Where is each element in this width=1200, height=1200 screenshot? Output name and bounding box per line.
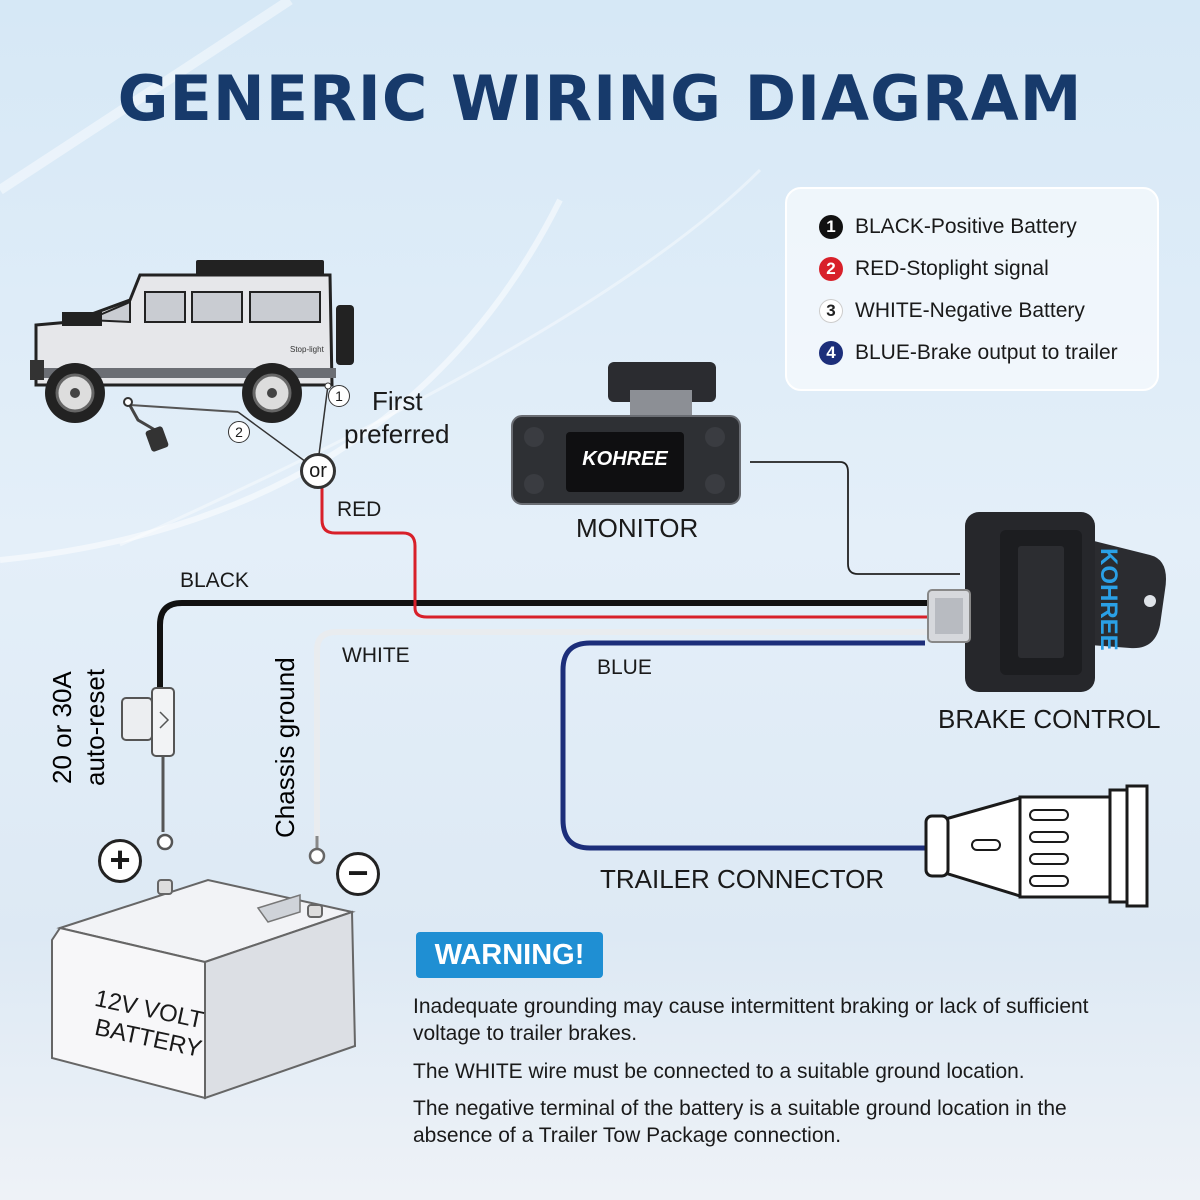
legend-label: WHITE-Negative Battery [855, 299, 1085, 322]
blue-wire-label: BLUE [597, 656, 652, 679]
red-wire [320, 486, 935, 619]
red-wire-label: RED [337, 498, 382, 521]
black-wire [157, 600, 935, 690]
first-label: First [372, 386, 423, 416]
legend-item: 4 BLUE-Brake output to trailer [819, 337, 1118, 369]
fuse-label-line2: auto-reset [80, 668, 110, 786]
wires [157, 461, 960, 851]
bg-sweep [0, 198, 563, 563]
trailer-connector-label: TRAILER CONNECTOR [600, 864, 885, 894]
bg-sweep-3 [119, 168, 762, 547]
warning-paragraph-1: Inadequate grounding may cause intermitt… [413, 993, 1153, 1047]
white-wire-label: WHITE [342, 644, 410, 667]
marker-2: 2 [228, 421, 250, 443]
monitor-label: MONITOR [576, 513, 699, 543]
monitor-button-s[interactable] [705, 427, 725, 447]
warning-paragraph-2: The WHITE wire must be connected to a su… [413, 1058, 1153, 1085]
bg-sweep-2 [0, 0, 293, 195]
legend-item: 2 RED-Stoplight signal [819, 253, 1049, 285]
chassis-ground-label: Chassis ground [270, 657, 300, 838]
monitor-button-down[interactable] [524, 474, 544, 494]
blue-wire [560, 640, 925, 851]
warning-paragraph-3: The negative terminal of the battery is … [413, 1095, 1153, 1149]
monitor-button-m[interactable] [705, 474, 725, 494]
monitor-brand: KOHREE [582, 448, 668, 470]
monitor-device [511, 362, 741, 505]
stoplight-tag: Stop-light [290, 345, 325, 354]
legend-label: BLUE-Brake output to trailer [855, 341, 1118, 364]
white-wire [314, 629, 935, 840]
warning-line: absence of a Trailer Tow Package connect… [413, 1124, 842, 1147]
preferred-label: preferred [344, 419, 450, 449]
black-wire-label: BLACK [180, 569, 249, 592]
positive-terminal-icon: + [98, 839, 142, 883]
legend-number: 4 [819, 341, 843, 365]
brake-control-brand: KOHREE [1095, 548, 1122, 651]
or-junction: or [300, 453, 336, 489]
brake-control-device [927, 512, 1166, 692]
legend-number: 3 [819, 299, 843, 323]
legend-item: 1 BLACK-Positive Battery [819, 211, 1077, 243]
monitor-button-up[interactable] [524, 427, 544, 447]
warning-badge: WARNING! [416, 932, 603, 978]
trailer-connector-icon [924, 784, 1149, 908]
vehicle-icon: Stop-light [30, 260, 354, 452]
legend-label: RED-Stoplight signal [855, 257, 1049, 280]
fuse-icon [121, 687, 175, 851]
marker-1: 1 [328, 385, 350, 407]
brake-control-label: BRAKE CONTROL [938, 704, 1161, 734]
warning-line: The WHITE wire must be connected to a su… [413, 1060, 1025, 1083]
warning-line: The negative terminal of the battery is … [413, 1097, 1067, 1120]
warning-line: voltage to trailer brakes. [413, 1022, 638, 1045]
wire-legend: 1 BLACK-Positive Battery 2 RED-Stoplight… [785, 187, 1159, 391]
legend-item: 3 WHITE-Negative Battery [819, 295, 1085, 327]
fuse-label-line1: 20 or 30A [47, 671, 77, 784]
legend-number: 2 [819, 257, 843, 281]
monitor-cable [750, 461, 960, 575]
battery-icon [51, 878, 357, 1100]
negative-terminal-icon: − [336, 852, 380, 896]
legend-label: BLACK-Positive Battery [855, 215, 1077, 238]
ground-terminal [308, 836, 326, 865]
warning-line: Inadequate grounding may cause intermitt… [413, 995, 1089, 1018]
legend-number: 1 [819, 215, 843, 239]
page-title: GENERIC WIRING DIAGRAM [117, 62, 1083, 135]
